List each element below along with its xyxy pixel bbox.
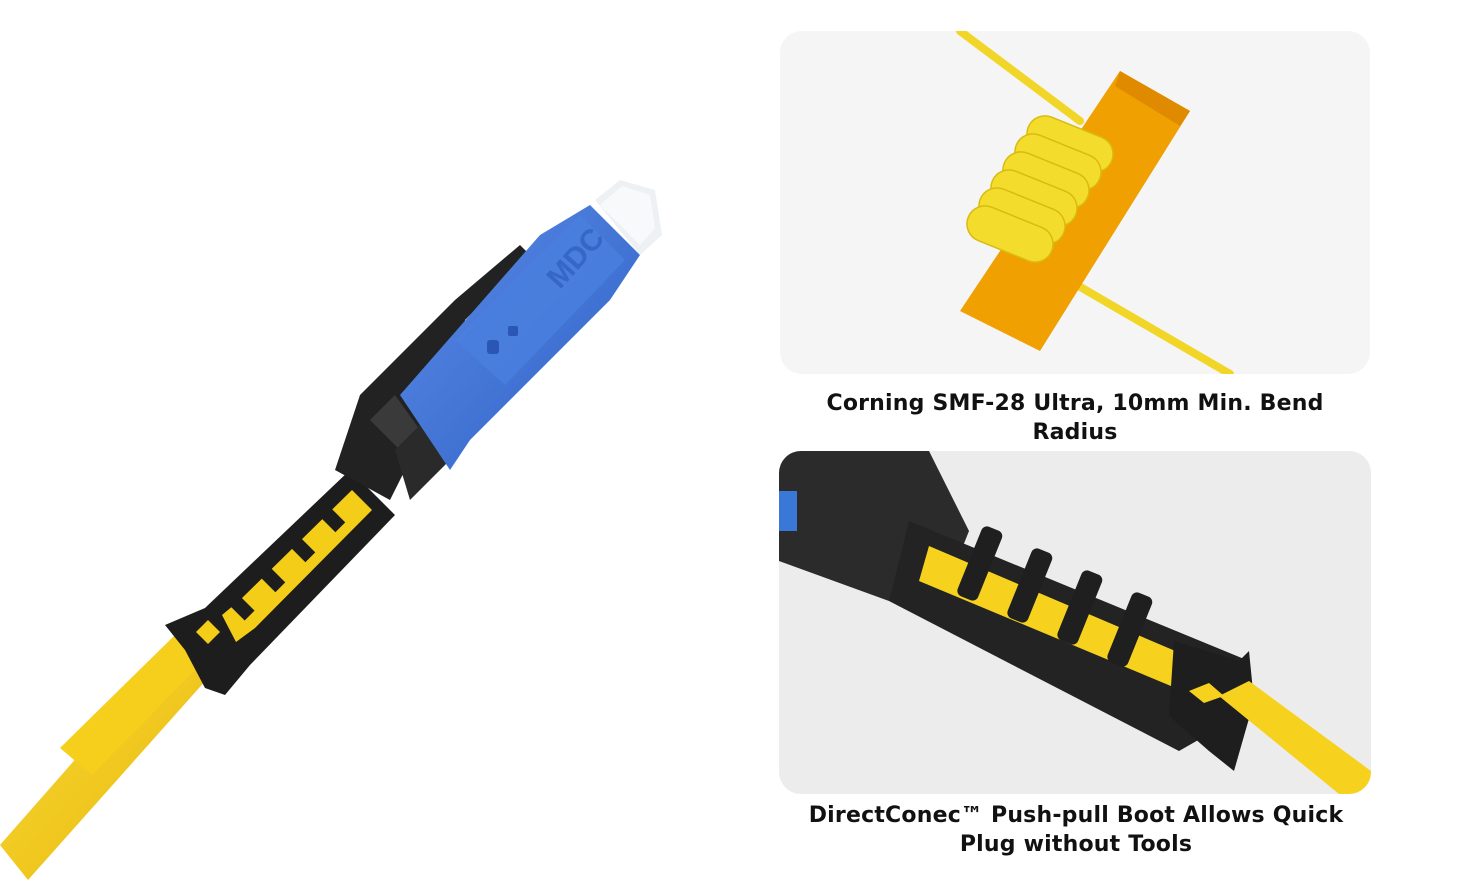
feature-caption-bend-radius: Corning SMF-28 Ultra, 10mm Min. Bend Rad…: [826, 391, 1324, 445]
yellow-cable: [1219, 681, 1371, 794]
mdc-connector-illustration: MDC: [0, 180, 662, 880]
feature-image-bend-radius: [780, 31, 1370, 374]
feature-caption-push-pull-boot: DirectConec™ Push-pull Boot Allows Quick…: [808, 803, 1344, 857]
hero-product-image: MDC: [0, 180, 662, 880]
fiber-coils: [966, 115, 1114, 263]
dust-cap: [595, 180, 662, 255]
arrow-marking: [1189, 683, 1224, 703]
fiber-wrap-illustration: [956, 31, 1234, 374]
blue-connector-body: MDC: [400, 205, 640, 470]
feature-image-push-pull-boot: [779, 451, 1371, 794]
boot-closeup-illustration: [779, 451, 1371, 794]
push-pull-boot: [165, 470, 395, 695]
yellow-cable: [0, 635, 215, 880]
blue-latch: [779, 491, 797, 531]
